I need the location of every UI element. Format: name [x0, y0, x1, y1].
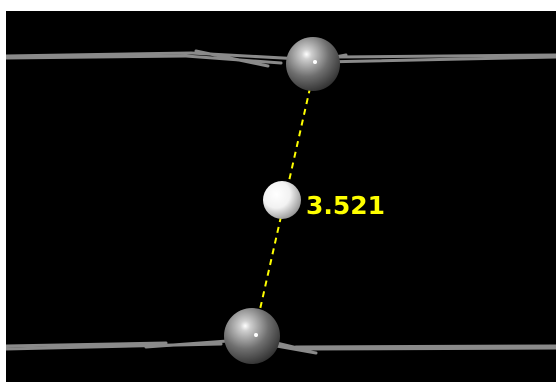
- distance-value-label: 3.521: [306, 191, 386, 220]
- molecule-viewer-canvas[interactable]: 3.521: [6, 11, 556, 382]
- top-layer-bonds: [6, 49, 556, 68]
- bottom-layer-bonds: [6, 338, 556, 355]
- distance-measure-line: [253, 65, 316, 337]
- atom-bottom[interactable]: [224, 308, 280, 364]
- atom-top-highlight: [313, 60, 317, 64]
- molecule-viewport[interactable]: [6, 11, 556, 382]
- atom-middle[interactable]: [263, 181, 301, 219]
- atom-bottom-highlight: [254, 333, 258, 337]
- atom-top[interactable]: [286, 37, 340, 91]
